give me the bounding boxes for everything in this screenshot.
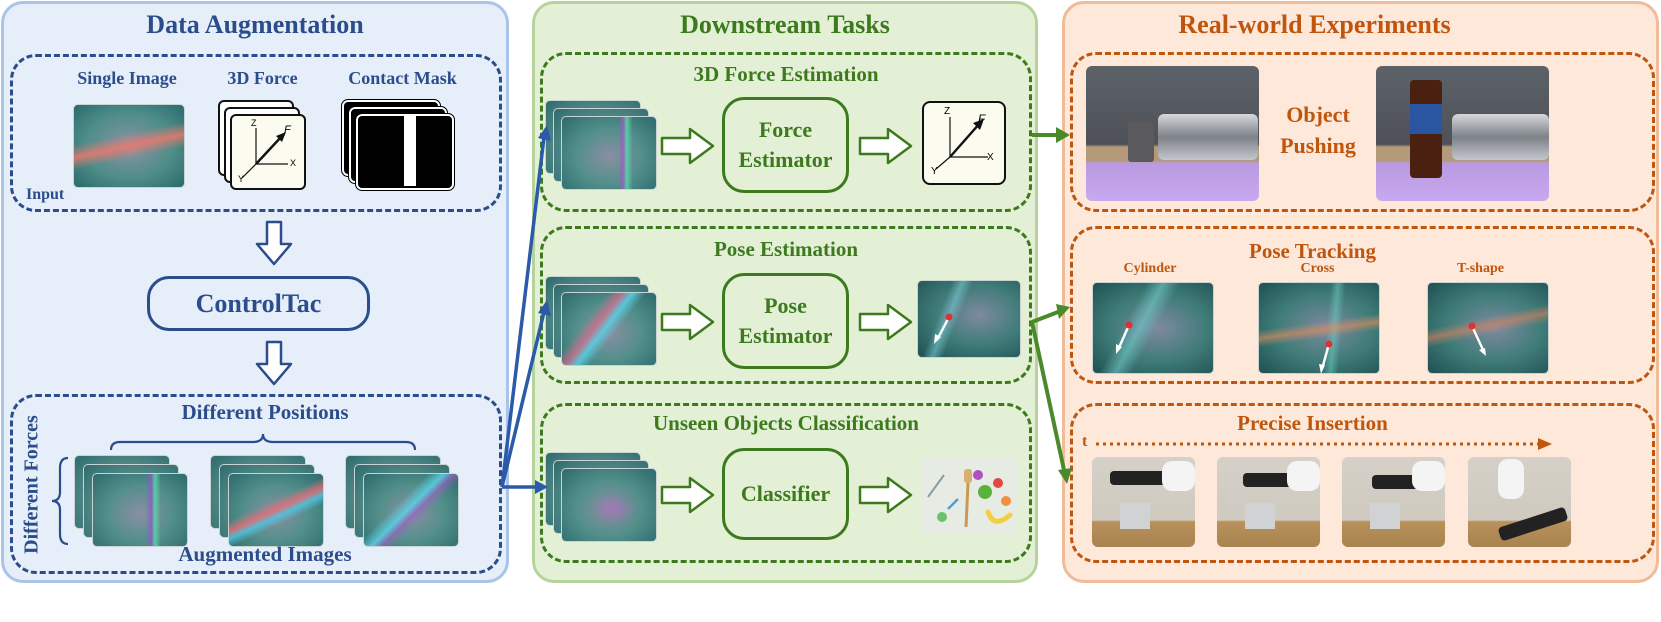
force-estimation-title: 3D Force Estimation — [693, 62, 879, 86]
force-estimator-box: Force Estimator — [722, 97, 849, 193]
contact-mask-label: Contact Mask — [348, 68, 457, 88]
object-pushing-label: Object Pushing — [1280, 102, 1356, 158]
force-3d-label: 3D Force — [227, 68, 298, 88]
augmented-images-label: Augmented Images — [178, 542, 352, 566]
pose-arrow-out — [858, 303, 913, 341]
different-forces-label: Different Forces — [20, 415, 43, 554]
down-arrow-2 — [255, 340, 293, 386]
pose-vector-icon — [934, 313, 953, 344]
axis-icon — [241, 128, 288, 179]
insertion-frame-1 — [1092, 457, 1195, 547]
cross-tracking-image — [1258, 282, 1380, 374]
time-arrow — [1096, 438, 1552, 450]
input-group — [10, 54, 502, 212]
classification-title: Unseen Objects Classification — [653, 411, 919, 435]
pose-estimation-title: Pose Estimation — [713, 237, 859, 261]
positions-brace — [109, 433, 417, 451]
data-augmentation-title: Data Augmentation — [146, 10, 364, 39]
classifier-box: Classifier — [722, 448, 849, 540]
different-positions-label: Different Positions — [181, 400, 349, 424]
classification-arrow-out — [858, 476, 913, 514]
cylinder-label: Cylinder — [1123, 261, 1177, 276]
pose-estimator-box: Pose Estimator — [722, 273, 849, 369]
pose-tracking-group — [1070, 226, 1655, 384]
pushing-photo-2 — [1376, 66, 1549, 201]
t-shape-pose-vector — [1468, 322, 1486, 356]
insertion-frame-3 — [1342, 457, 1445, 547]
down-arrow-1 — [255, 220, 293, 266]
pushing-photo-1 — [1086, 66, 1259, 201]
pose-output-image — [917, 280, 1021, 358]
controltac-box: ControlTac — [147, 276, 370, 331]
downstream-tasks-title: Downstream Tasks — [680, 10, 890, 39]
pose-arrow-in — [660, 303, 715, 341]
cylinder-tracking-image — [1092, 282, 1214, 374]
pose-tracking-title: Pose Tracking — [1249, 239, 1376, 263]
cylinder-pose-vector — [1116, 321, 1133, 354]
single-image-label: Single Image — [77, 68, 177, 88]
force-arrow-in — [660, 127, 715, 165]
cross-pose-vector — [1319, 340, 1333, 374]
single-tactile-image — [73, 104, 185, 188]
input-tag: Input — [26, 186, 65, 203]
classification-arrow-in — [660, 476, 715, 514]
object-pushing-group — [1070, 52, 1655, 212]
force-arrow-out — [858, 127, 913, 165]
cross-label: Cross — [1300, 261, 1335, 276]
time-label: t — [1082, 433, 1088, 450]
insertion-frame-2 — [1217, 457, 1320, 547]
force-output-axis-icon — [935, 117, 988, 170]
insertion-frame-4 — [1468, 457, 1571, 547]
force-output-card — [922, 101, 1006, 185]
real-world-title: Real-world Experiments — [1178, 10, 1451, 39]
objects-icon — [927, 469, 1013, 528]
t-shape-tracking-image — [1427, 282, 1549, 374]
t-shape-label: T-shape — [1457, 261, 1504, 276]
forces-brace — [51, 456, 69, 546]
precise-insertion-title: Precise Insertion — [1237, 411, 1388, 435]
